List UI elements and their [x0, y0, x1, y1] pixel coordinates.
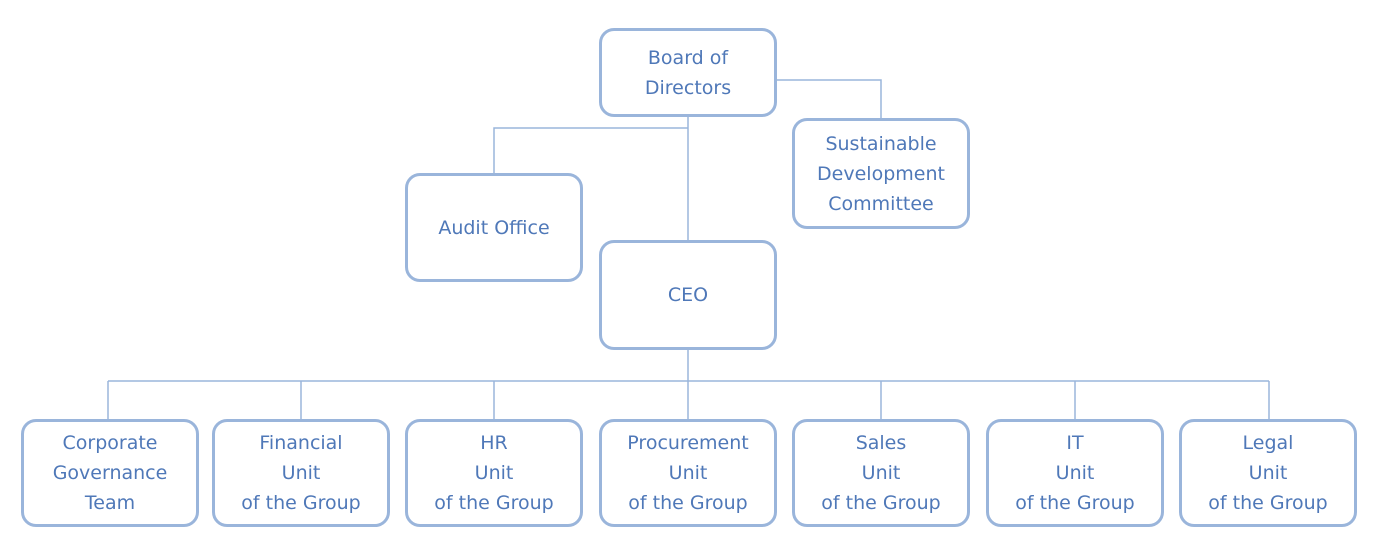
connector-board-sustainable [776, 79, 882, 119]
node-label-line: Unit [1248, 462, 1288, 484]
node-sales-unit: Sales Unit of the Group [792, 419, 970, 527]
node-label-line: Financial [259, 432, 343, 454]
node-ceo: CEO [599, 240, 777, 350]
node-audit-office: Audit Office [405, 173, 583, 282]
node-label-line: of the Group [434, 492, 554, 514]
node-label-line: HR [480, 432, 508, 454]
node-label-line: Board of [647, 46, 729, 69]
node-label-line: of the Group [628, 492, 748, 514]
node-label-line: Procurement [627, 432, 749, 454]
node-label-line: Legal [1242, 432, 1294, 454]
node-label-line: Audit Office [438, 216, 550, 239]
node-corporate-governance-team: Corporate Governance Team [21, 419, 199, 527]
node-procurement-unit: Procurement Unit of the Group [599, 419, 777, 527]
node-label-line: Sustainable [825, 132, 937, 155]
node-hr-unit: HR Unit of the Group [405, 419, 583, 527]
node-label-line: Governance [52, 462, 168, 484]
node-label-line: Corporate [62, 432, 158, 454]
node-label-line: Sales [855, 432, 907, 454]
node-financial-unit: Financial Unit of the Group [212, 419, 390, 527]
connector-board-audit [493, 127, 688, 174]
node-label-line: of the Group [241, 492, 361, 514]
node-label-line: Development [817, 162, 945, 185]
node-label-line: of the Group [1208, 492, 1328, 514]
node-label-line: Unit [281, 462, 321, 484]
node-label-line: Directors [644, 76, 732, 99]
node-label-line: Committee [828, 192, 934, 215]
node-label-line: Unit [474, 462, 514, 484]
node-label-line: IT [1066, 432, 1084, 454]
node-label-line: CEO [667, 284, 709, 306]
node-label-line: of the Group [1015, 492, 1135, 514]
node-legal-unit: Legal Unit of the Group [1179, 419, 1357, 527]
node-label-line: Unit [1055, 462, 1095, 484]
node-label-line: Unit [668, 462, 708, 484]
node-label-line: Team [84, 492, 136, 514]
node-label-line: Unit [861, 462, 901, 484]
node-board-of-directors: Board of Directors [599, 28, 777, 117]
node-it-unit: IT Unit of the Group [986, 419, 1164, 527]
node-sustainable-development-committee: Sustainable Development Committee [792, 118, 970, 229]
node-label-line: of the Group [821, 492, 941, 514]
